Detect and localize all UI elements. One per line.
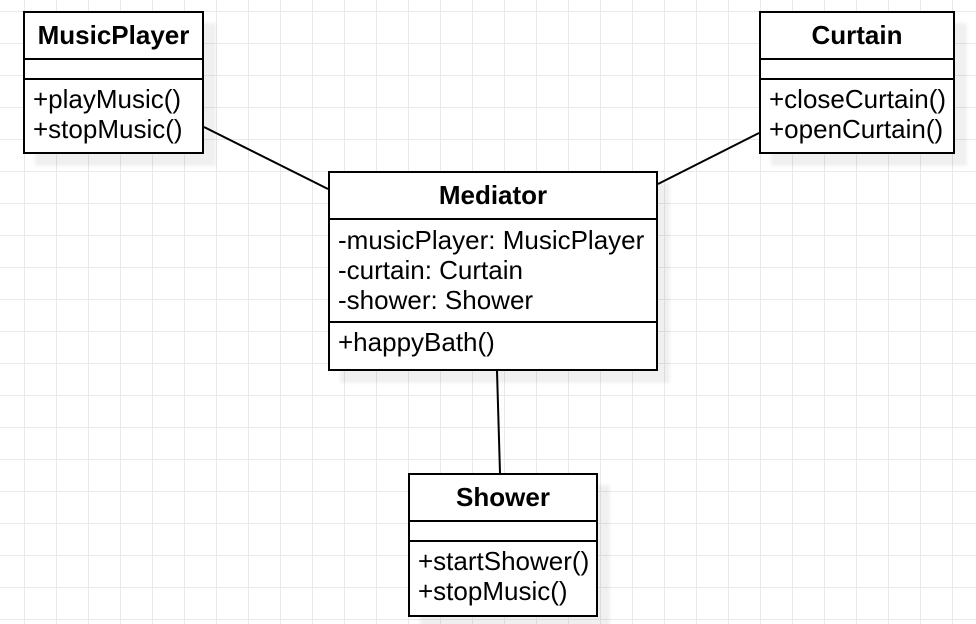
class-box-mediator[interactable]: Mediator -musicPlayer: MusicPlayer -curt… <box>328 171 658 371</box>
method-opencurtain: +openCurtain() <box>769 114 944 144</box>
edge-musicplayer-mediator[interactable] <box>203 126 329 190</box>
class-box-musicplayer[interactable]: MusicPlayer +playMusic() +stopMusic() <box>23 11 204 154</box>
class-title-mediator: Mediator <box>330 173 656 220</box>
attribute-shower: -shower: Shower <box>338 285 534 315</box>
method-playmusic: +playMusic() <box>33 84 182 114</box>
edge-curtain-mediator[interactable] <box>657 132 760 185</box>
class-box-shower[interactable]: Shower +startShower() +stopMusic() <box>408 473 598 617</box>
attribute-curtain: -curtain: Curtain <box>338 255 523 285</box>
method-stopmusic-shower: +stopMusic() <box>418 576 568 606</box>
class-box-curtain[interactable]: Curtain +closeCurtain() +openCurtain() <box>759 11 955 154</box>
edge-mediator-shower[interactable] <box>496 370 501 474</box>
class-attributes-musicplayer <box>25 60 202 80</box>
method-closecurtain: +closeCurtain() <box>769 84 947 114</box>
method-happybath: +happyBath() <box>338 327 495 357</box>
class-methods-curtain: +closeCurtain() +openCurtain() <box>761 80 953 152</box>
class-methods-shower: +startShower() +stopMusic() <box>410 542 596 615</box>
class-title-musicplayer: MusicPlayer <box>25 13 202 60</box>
method-stopmusic: +stopMusic() <box>33 114 183 144</box>
class-methods-mediator: +happyBath() <box>330 323 656 369</box>
method-startshower: +startShower() <box>418 546 590 576</box>
class-attributes-mediator: -musicPlayer: MusicPlayer -curtain: Curt… <box>330 220 656 323</box>
class-title-shower: Shower <box>410 475 596 522</box>
class-attributes-curtain <box>761 60 953 80</box>
attribute-musicplayer: -musicPlayer: MusicPlayer <box>338 225 645 255</box>
class-attributes-shower <box>410 522 596 542</box>
class-title-curtain: Curtain <box>761 13 953 60</box>
class-methods-musicplayer: +playMusic() +stopMusic() <box>25 80 202 152</box>
